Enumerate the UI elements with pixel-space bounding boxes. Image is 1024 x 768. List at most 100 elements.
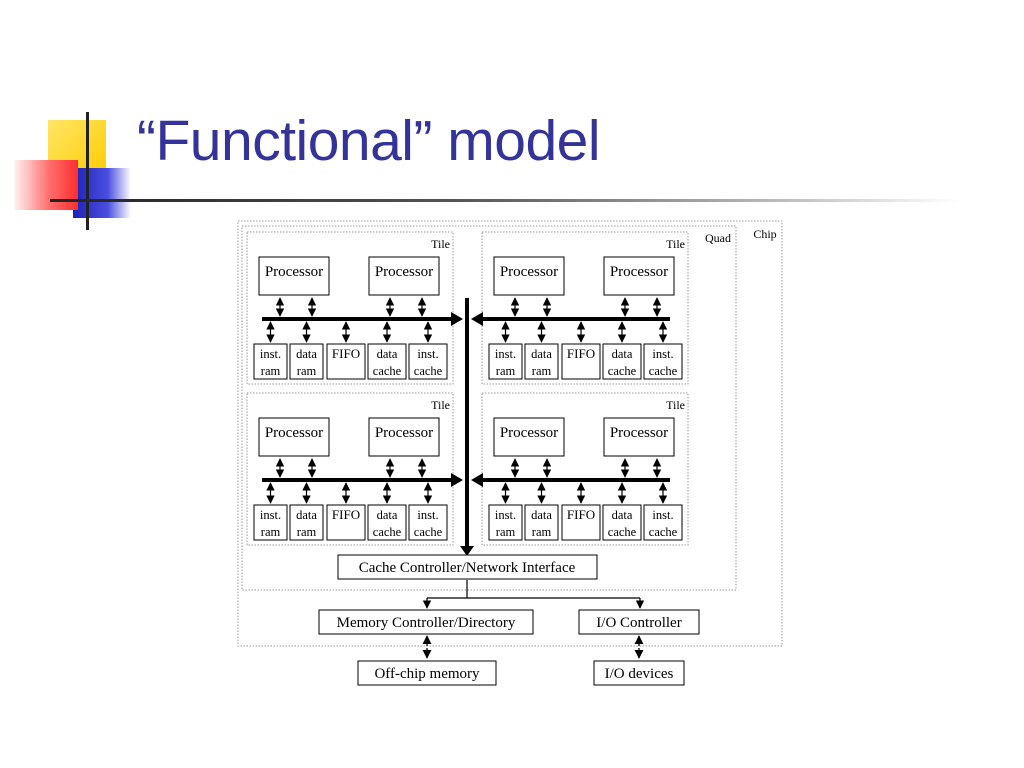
tile-3-processor-1-label: Processor <box>265 425 323 441</box>
tile-2-data-cache-label-1: data <box>612 347 633 361</box>
tile-4-inst-ram-label-2: ram <box>496 525 516 539</box>
tile-2-data-ram-label-2: ram <box>532 364 552 378</box>
tile-4-data-ram <box>524 504 559 541</box>
tile-2-fifo-label: FIFO <box>567 346 595 361</box>
tile-3-data-cache-label-1: data <box>377 508 398 522</box>
tile-3-inst-cache-label-2: cache <box>414 525 443 539</box>
tile-2-processor-1-label: Processor <box>500 264 558 280</box>
memory-controller-box <box>318 609 534 635</box>
tile-4-data-cache-label-1: data <box>612 508 633 522</box>
tile-4-processor-2 <box>603 417 675 457</box>
interconnect-arrowhead-left-2 <box>451 473 463 487</box>
tile-3-data-cache-label-2: cache <box>373 525 402 539</box>
slide-title: “Functional” model <box>137 109 601 173</box>
tile-2-processor-2 <box>603 256 675 296</box>
io-devices-label: I/O devices <box>605 666 674 682</box>
tile-4-processor-2-label: Processor <box>610 425 668 441</box>
tile-1-data-ram-label-1: data <box>296 347 317 361</box>
chip-boundary <box>237 220 783 647</box>
offchip-memory-box <box>357 660 497 686</box>
tile-4-inst-cache-label-2: cache <box>649 525 678 539</box>
tile-1-inst-cache <box>408 343 448 380</box>
offchip-memory-label: Off-chip memory <box>374 666 480 682</box>
tile-3-label: Tile <box>431 398 450 412</box>
tile-2-data-cache <box>602 343 642 380</box>
tile-4-data-cache-label-2: cache <box>608 525 637 539</box>
tile-1-inst-ram-label-2: ram <box>261 364 281 378</box>
tile-1-data-cache-label-1: data <box>377 347 398 361</box>
decor-blue-square <box>73 168 131 218</box>
tile-4-data-cache <box>602 504 642 541</box>
tile-1-inst-cache-label-1: inst. <box>417 347 438 361</box>
tile-4-fifo-label: FIFO <box>567 507 595 522</box>
tile-3-inst-ram <box>253 504 288 541</box>
tile-1-processor-1-label: Processor <box>265 264 323 280</box>
tile-3-fifo <box>326 504 366 541</box>
tile-1-fifo <box>326 343 366 380</box>
tile-3-fifo-label: FIFO <box>332 507 360 522</box>
decor-vertical-line <box>86 112 89 230</box>
tile-1-processor-2 <box>368 256 440 296</box>
cache-controller-label: Cache Controller/Network Interface <box>359 560 576 576</box>
tile-4-boundary <box>481 392 689 546</box>
tile-4-inst-cache <box>643 504 683 541</box>
quad-boundary <box>241 225 737 591</box>
tile-4-inst-ram-label-1: inst. <box>495 508 516 522</box>
tile-2-inst-ram-label-2: ram <box>496 364 516 378</box>
tile-3-processor-2 <box>368 417 440 457</box>
tile-2-data-cache-label-2: cache <box>608 364 637 378</box>
tile-3-inst-cache <box>408 504 448 541</box>
tile-2-inst-cache-label-2: cache <box>649 364 678 378</box>
tile-3-inst-cache-label-1: inst. <box>417 508 438 522</box>
tile-3-processor-1 <box>258 417 330 457</box>
interconnect-arrowhead-left-1 <box>451 312 463 326</box>
tile-2-data-ram-label-1: data <box>531 347 552 361</box>
tile-3-inst-ram-label-1: inst. <box>260 508 281 522</box>
tile-2-label: Tile <box>666 237 685 251</box>
tile-4-inst-cache-label-1: inst. <box>652 508 673 522</box>
tile-2-inst-cache-label-1: inst. <box>652 347 673 361</box>
tile-3-processor-2-label: Processor <box>375 425 433 441</box>
tile-2-data-ram <box>524 343 559 380</box>
quad-interconnect-arrowhead <box>460 546 474 556</box>
tile-1-data-ram <box>289 343 324 380</box>
tile-3-boundary <box>246 392 454 546</box>
tile-4-processor-1 <box>493 417 565 457</box>
tile-1-boundary <box>246 231 454 385</box>
tile-4-fifo <box>561 504 601 541</box>
io-controller-label: I/O Controller <box>596 615 681 631</box>
interconnect-arrowhead-right-2 <box>471 473 483 487</box>
tile-1-inst-ram-label-1: inst. <box>260 347 281 361</box>
tile-1-data-cache <box>367 343 407 380</box>
tile-1-data-ram-label-2: ram <box>297 364 317 378</box>
tile-1-fifo-label: FIFO <box>332 346 360 361</box>
io-devices-box <box>593 660 685 686</box>
tile-2-fifo <box>561 343 601 380</box>
tile-1-inst-cache-label-2: cache <box>414 364 443 378</box>
decor-horizontal-line <box>50 199 960 202</box>
tile-2-boundary <box>481 231 689 385</box>
tile-1-label: Tile <box>431 237 450 251</box>
tile-3-inst-ram-label-2: ram <box>261 525 281 539</box>
tile-3-data-cache <box>367 504 407 541</box>
tile-1-inst-ram <box>253 343 288 380</box>
tile-3-data-ram-label-1: data <box>296 508 317 522</box>
tile-4-data-ram-label-1: data <box>531 508 552 522</box>
interconnect-arrowhead-right-1 <box>471 312 483 326</box>
tile-2-inst-ram <box>488 343 523 380</box>
tile-4-data-ram-label-2: ram <box>532 525 552 539</box>
tile-3-data-ram-label-2: ram <box>297 525 317 539</box>
tile-1-processor-1 <box>258 256 330 296</box>
tile-4-label: Tile <box>666 398 685 412</box>
tile-2-processor-2-label: Processor <box>610 264 668 280</box>
tile-4-inst-ram <box>488 504 523 541</box>
tile-2-inst-ram-label-1: inst. <box>495 347 516 361</box>
io-controller-box <box>578 609 700 635</box>
tile-4-processor-1-label: Processor <box>500 425 558 441</box>
tile-1-processor-2-label: Processor <box>375 264 433 280</box>
tile-1-data-cache-label-2: cache <box>373 364 402 378</box>
chip-label: Chip <box>753 227 776 241</box>
cache-controller-box <box>337 554 598 580</box>
quad-label: Quad <box>705 231 731 245</box>
